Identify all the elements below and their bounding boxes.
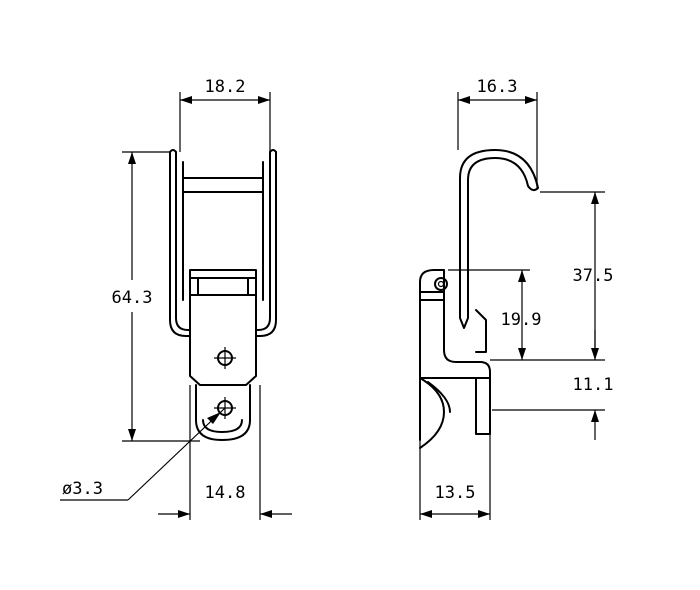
dim-37-5: 37.5: [573, 266, 614, 286]
dim-16-3: 16.3: [477, 77, 518, 97]
dim-18-2: 18.2: [205, 77, 246, 97]
side-hinge-block: [419, 269, 445, 293]
front-lever-body: [189, 269, 257, 386]
dim-64-3: 64.3: [112, 288, 153, 308]
dim-19-9: 19.9: [501, 310, 542, 330]
front-view: 18.2 64.3 14.8 ø3.3: [60, 77, 292, 520]
side-base-plate: [475, 377, 491, 435]
side-view: 16.3 37.5 19.9 11.1 13.5: [419, 77, 614, 520]
side-base-curve: [419, 377, 445, 449]
dim-13-5: 13.5: [435, 483, 476, 503]
side-hook: [459, 149, 539, 319]
front-wire-top-left: [169, 149, 177, 153]
front-base-plate: [195, 384, 251, 441]
dim-14-8: 14.8: [205, 483, 246, 503]
side-lever: [419, 291, 491, 441]
front-wire-loop: [169, 151, 277, 337]
dim-11-1: 11.1: [573, 375, 614, 395]
dim-hole-diameter: ø3.3: [62, 479, 103, 499]
front-wire-top-right: [269, 149, 277, 153]
